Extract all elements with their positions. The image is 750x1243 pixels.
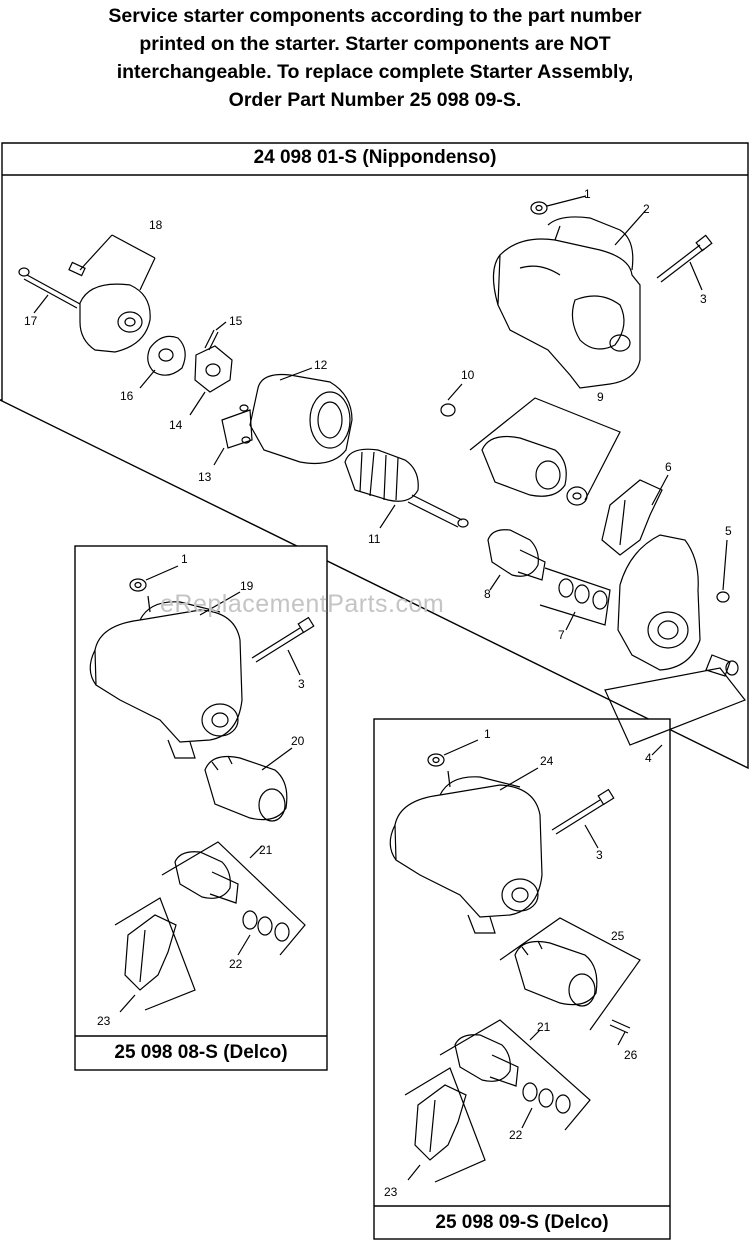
panel-delco-08-border bbox=[74, 545, 328, 1071]
part-5-nut bbox=[716, 539, 730, 603]
callout-2: 2 bbox=[643, 202, 650, 216]
part-6-lever-fork bbox=[601, 474, 669, 556]
callout-18: 18 bbox=[149, 218, 163, 232]
callout-1: 1 bbox=[584, 187, 591, 201]
part-11-armature bbox=[344, 448, 469, 529]
callout-d09-3: 3 bbox=[596, 848, 603, 862]
part-16-brush-plate bbox=[139, 335, 186, 389]
part-d09-25-solenoid bbox=[499, 917, 641, 1031]
part-d09-3-bolt bbox=[551, 788, 615, 849]
callout-d09-1: 1 bbox=[484, 727, 491, 741]
callout-10: 10 bbox=[461, 368, 475, 382]
part-10-plug bbox=[440, 383, 463, 417]
callout-d08-3: 3 bbox=[298, 677, 305, 691]
panel-title-nippondenso: 24 098 01-S (Nippondenso) bbox=[253, 147, 497, 168]
part-17-long-bolt bbox=[18, 267, 81, 314]
callout-14: 14 bbox=[169, 418, 183, 432]
part-d09-21-clutch bbox=[439, 1019, 591, 1131]
callout-d08-22: 22 bbox=[229, 957, 243, 971]
callout-d09-25: 25 bbox=[611, 929, 625, 943]
callout-4: 4 bbox=[645, 751, 652, 765]
part-d09-1-washer bbox=[427, 739, 479, 767]
callout-d09-22: 22 bbox=[509, 1128, 523, 1142]
part-d09-24-starter-motor bbox=[389, 767, 543, 934]
instruction-line: interchangeable. To replace complete Sta… bbox=[116, 61, 634, 83]
instruction-line: Order Part Number 25 098 09-S. bbox=[228, 89, 522, 111]
callout-d08-20: 20 bbox=[291, 734, 305, 748]
watermark: eReplacementParts.com bbox=[160, 590, 445, 618]
callout-d09-26: 26 bbox=[624, 1048, 638, 1062]
callout-3: 3 bbox=[700, 292, 707, 306]
callout-6: 6 bbox=[665, 460, 672, 474]
callout-13: 13 bbox=[198, 470, 212, 484]
part-d09-23-lever bbox=[404, 1067, 486, 1183]
part-d08-21-clutch bbox=[161, 841, 306, 956]
callout-5: 5 bbox=[725, 524, 732, 538]
panel-nippondenso-border bbox=[0, 142, 749, 770]
part-d08-19-starter-motor bbox=[89, 591, 243, 759]
callout-d08-1: 1 bbox=[181, 552, 188, 566]
callout-d08-23: 23 bbox=[97, 1014, 111, 1028]
callout-d09-23: 23 bbox=[384, 1185, 398, 1199]
part-15-screw bbox=[204, 321, 227, 351]
part-13-clips bbox=[213, 404, 253, 466]
callout-8: 8 bbox=[484, 587, 491, 601]
part-9-solenoid bbox=[469, 397, 621, 506]
callout-7: 7 bbox=[558, 628, 565, 642]
part-14-brush-holder bbox=[189, 345, 233, 416]
callout-9: 9 bbox=[597, 390, 604, 404]
panel-title-delco-08: 25 098 08-S (Delco) bbox=[114, 1042, 288, 1063]
part-12-field-frame bbox=[249, 367, 353, 465]
part-d08-22-washers bbox=[237, 910, 290, 956]
callout-d09-24: 24 bbox=[540, 754, 554, 768]
callout-15: 15 bbox=[229, 314, 243, 328]
part-2-starter-housing bbox=[492, 209, 647, 389]
part-7-washers bbox=[539, 567, 611, 631]
part-d08-20-solenoid bbox=[204, 747, 293, 822]
callout-12: 12 bbox=[314, 358, 328, 372]
part-3-through-bolt bbox=[656, 234, 713, 291]
part-18-end-frame bbox=[68, 234, 156, 353]
part-d09-22-washers bbox=[521, 1082, 571, 1129]
instruction-line: printed on the starter. Starter componen… bbox=[139, 33, 611, 55]
part-4-drive-housing bbox=[604, 534, 746, 756]
callout-11: 11 bbox=[368, 532, 381, 546]
service-instructions: Service starter components according to … bbox=[0, 2, 750, 114]
callout-d09-21: 21 bbox=[537, 1020, 551, 1034]
callout-d08-19: 19 bbox=[240, 579, 254, 593]
instruction-line: Service starter components according to … bbox=[108, 5, 642, 27]
callout-17: 17 bbox=[24, 314, 38, 328]
callout-d08-21: 21 bbox=[259, 843, 273, 857]
part-1-washer bbox=[530, 195, 587, 215]
part-8-pinion-clutch bbox=[487, 529, 546, 591]
callout-16: 16 bbox=[120, 389, 134, 403]
part-d08-3-bolt bbox=[251, 616, 315, 676]
panel-title-delco-09: 25 098 09-S (Delco) bbox=[435, 1212, 609, 1233]
part-d08-23-lever bbox=[114, 897, 196, 1013]
part-d09-26-screw bbox=[609, 1019, 631, 1046]
part-d08-1-washer bbox=[129, 565, 179, 592]
